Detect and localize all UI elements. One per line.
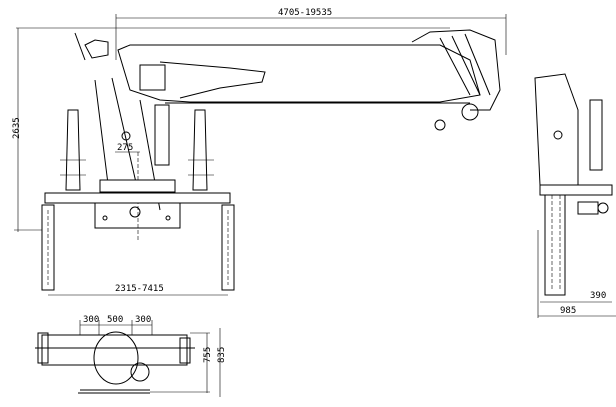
span-label: 2315-7415 bbox=[115, 284, 164, 294]
outrigger-cylinders bbox=[60, 109, 214, 191]
side-offset-label: 390 bbox=[590, 291, 606, 301]
side-width-label: 985 bbox=[560, 306, 576, 316]
column: 275 bbox=[94, 77, 176, 240]
reach-dimension: 4705-19535 bbox=[115, 8, 507, 60]
plan-right-label: 300 bbox=[135, 315, 151, 325]
boom bbox=[74, 29, 501, 131]
reach-label: 4705-19535 bbox=[278, 8, 332, 18]
plan-outer-depth-label: 835 bbox=[217, 347, 227, 363]
span-dimension: 2315-7415 bbox=[48, 284, 228, 296]
base-frame bbox=[41, 192, 235, 291]
plan-view: 300 500 300 755 835 bbox=[35, 315, 227, 397]
side-view: 390 985 bbox=[534, 73, 616, 318]
plan-left-label: 300 bbox=[83, 315, 99, 325]
height-label: 2635 bbox=[12, 117, 22, 139]
plan-center-label: 500 bbox=[107, 315, 123, 325]
column-offset-label: 275 bbox=[117, 143, 133, 153]
plan-inner-depth-label: 755 bbox=[203, 347, 213, 363]
